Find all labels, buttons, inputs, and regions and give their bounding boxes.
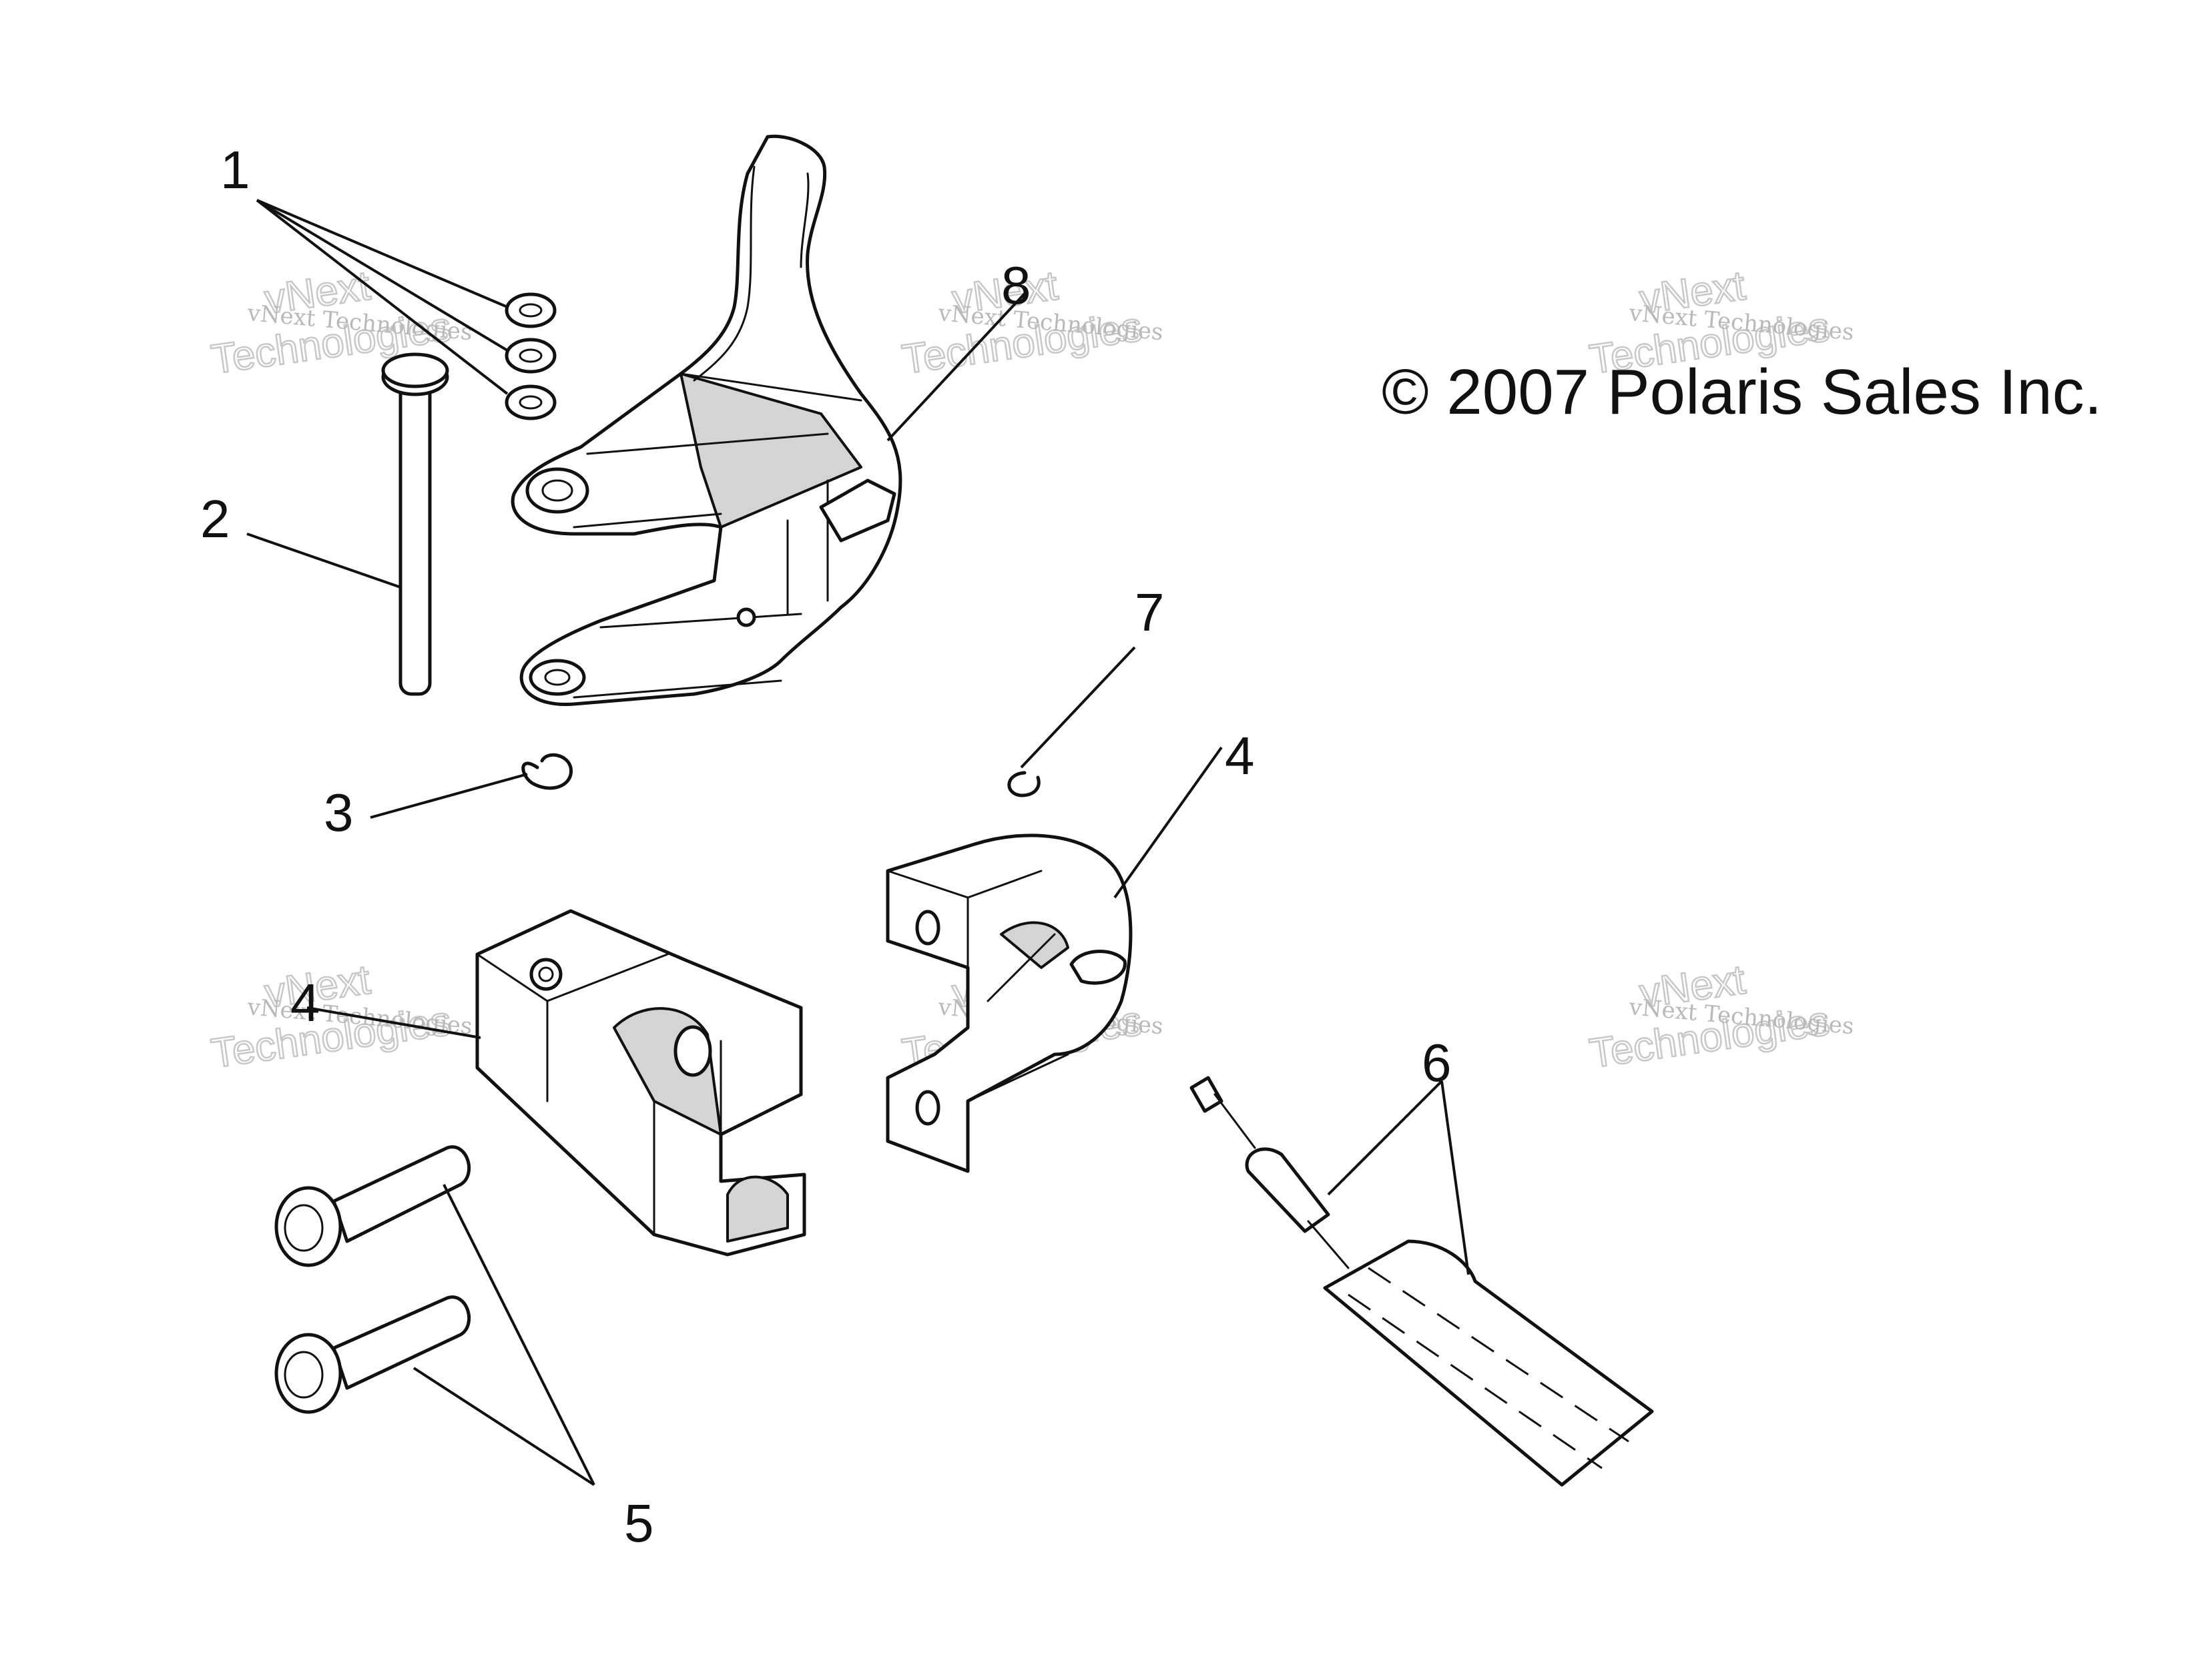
clamp-block-left-part [475,909,806,1257]
callout-8: 8 [1001,256,1031,315]
clip-part [521,753,573,790]
watermark-4: Technologies vNext vNext Technologies [208,956,473,1078]
watermark-6: Technologies vNext vNext Technologies [1586,956,1855,1078]
watermark-1: Technologies vNext vNext Technologies [208,262,473,384]
e-clip-part [1007,771,1041,797]
watermark-2: Technologies vNext vNext Technologies [898,262,1164,384]
callout-4-right: 4 [1225,726,1255,785]
leader-lines [246,199,1470,1486]
callout-2: 2 [200,489,230,549]
pin-part [381,352,449,696]
socket-bolts-part [274,1145,471,1414]
lever-bracket-part [511,134,902,707]
callout-3: 3 [324,783,354,842]
cable-part [1189,1076,1654,1487]
callout-5: 5 [624,1494,654,1553]
copyright-notice: © 2007 Polaris Sales Inc. [1382,356,2102,428]
callout-6: 6 [1422,1033,1452,1092]
washers-part [505,292,557,420]
clamp-block-right-part [886,834,1133,1173]
callout-4-left: 4 [290,973,320,1032]
callout-7: 7 [1135,583,1165,642]
callout-1: 1 [220,140,250,200]
callout-labels: 1 2 3 4 4 5 6 7 8 [200,140,1452,1553]
